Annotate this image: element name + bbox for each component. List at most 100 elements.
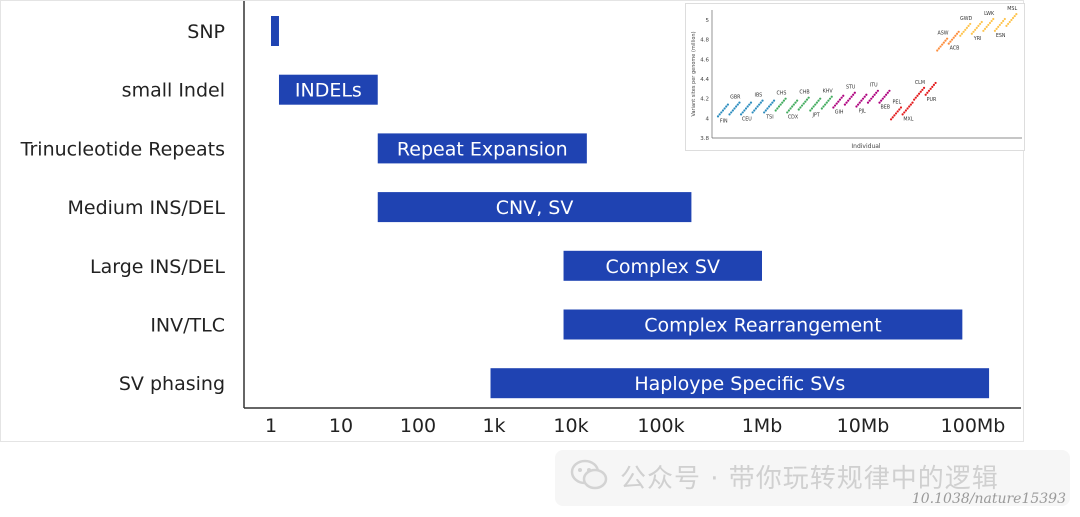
inset-point (941, 43, 944, 46)
inset-point (936, 49, 939, 52)
inset-y-tick: 4.6 (700, 57, 709, 63)
inset-point (942, 41, 945, 44)
inset-point (913, 98, 916, 101)
inset-point (919, 90, 922, 93)
inset-point (789, 107, 792, 110)
inset-point (881, 97, 884, 100)
inset-point (906, 107, 909, 110)
inset-point (937, 47, 940, 50)
inset-point (878, 101, 881, 104)
inset-point (754, 107, 758, 110)
inset-point (939, 45, 942, 48)
doi-reference: 10.1038/nature15393 (911, 491, 1066, 507)
inset-point (807, 96, 810, 99)
inset-y-tick: 4.8 (700, 38, 709, 44)
inset-point (756, 105, 759, 108)
inset-population-label: LWK (984, 11, 995, 17)
inset-point (842, 94, 845, 97)
inset-point (777, 105, 781, 108)
inset-point (1011, 16, 1015, 20)
inset-point (840, 96, 843, 99)
inset-point (967, 24, 970, 27)
category-label: small Indel (122, 80, 225, 102)
inset-population-label: ESN (996, 33, 1006, 39)
inset-population-label: CEU (742, 117, 752, 123)
inset-point (758, 103, 761, 106)
inset-point (860, 99, 863, 102)
inset-point (975, 26, 978, 29)
inset-population-label: STU (846, 85, 856, 91)
inset-point (959, 34, 962, 37)
inset-point (1000, 21, 1003, 25)
inset-population-label: BEB (880, 105, 890, 111)
range-bar (278, 74, 378, 105)
inset-point (730, 111, 733, 114)
inset-population-label: MSL (1007, 6, 1017, 12)
inset-population-label: YRI (973, 36, 982, 42)
watermark-banner (555, 450, 1070, 506)
inset-point (896, 110, 899, 113)
inset-point (964, 28, 967, 31)
inset-population-label: JPT (811, 113, 819, 119)
inset-point (845, 101, 848, 104)
inset-point (1013, 14, 1016, 18)
inset-point (776, 107, 779, 110)
inset-point (974, 28, 977, 31)
inset-point (988, 21, 992, 25)
inset-point (824, 103, 827, 106)
inset-population-label: MXL (903, 117, 913, 123)
x-tick-label: 1k (482, 415, 505, 437)
inset-point (847, 99, 850, 102)
inset-y-label: Variant sites per genome (million) (691, 31, 697, 116)
inset-point (970, 32, 973, 35)
inset-point (820, 107, 823, 110)
inset-point (926, 91, 929, 94)
bar-label: Complex Rearrangement (644, 315, 881, 337)
inset-population-label: IBS (755, 93, 763, 99)
inset-point (894, 112, 898, 115)
inset-point (995, 27, 998, 30)
inset-point (814, 103, 817, 106)
inset-y-tick: 4 (706, 116, 710, 122)
inset-point (850, 95, 853, 98)
inset-point (993, 29, 997, 32)
inset-point (946, 37, 949, 40)
inset-point (825, 101, 828, 104)
inset-point (868, 99, 871, 102)
inset-point (723, 107, 726, 110)
inset-point (934, 81, 937, 85)
inset-point (787, 109, 790, 112)
inset-point (950, 38, 954, 41)
inset-point (718, 113, 721, 116)
inset-point (898, 108, 901, 111)
inset-point (885, 93, 888, 96)
category-label: SV phasing (119, 373, 225, 395)
inset-point (772, 99, 776, 102)
inset-population-label: GBR (730, 95, 741, 101)
inset-point (786, 111, 789, 114)
inset-point (830, 95, 833, 98)
inset-point (835, 102, 838, 105)
inset-point (739, 113, 743, 116)
inset-point (753, 109, 756, 112)
inset-population-label: ITU (870, 83, 878, 89)
inset-point (891, 116, 894, 119)
inset-point (764, 109, 767, 112)
inset-point (873, 93, 876, 96)
inset-point (748, 103, 751, 106)
inset-point (744, 107, 748, 110)
inset-point (992, 17, 995, 21)
x-tick-label: 1 (265, 415, 277, 437)
inset-point (911, 101, 914, 104)
inset-point (735, 105, 738, 108)
inset-point (832, 106, 835, 109)
inset-point (932, 83, 936, 86)
inset-population-label: CDX (788, 115, 799, 121)
inset-point (853, 91, 856, 94)
inset-population-label: GWD (960, 16, 972, 22)
inset-point (815, 101, 819, 104)
inset-point (983, 27, 987, 30)
inset-point (904, 109, 908, 112)
